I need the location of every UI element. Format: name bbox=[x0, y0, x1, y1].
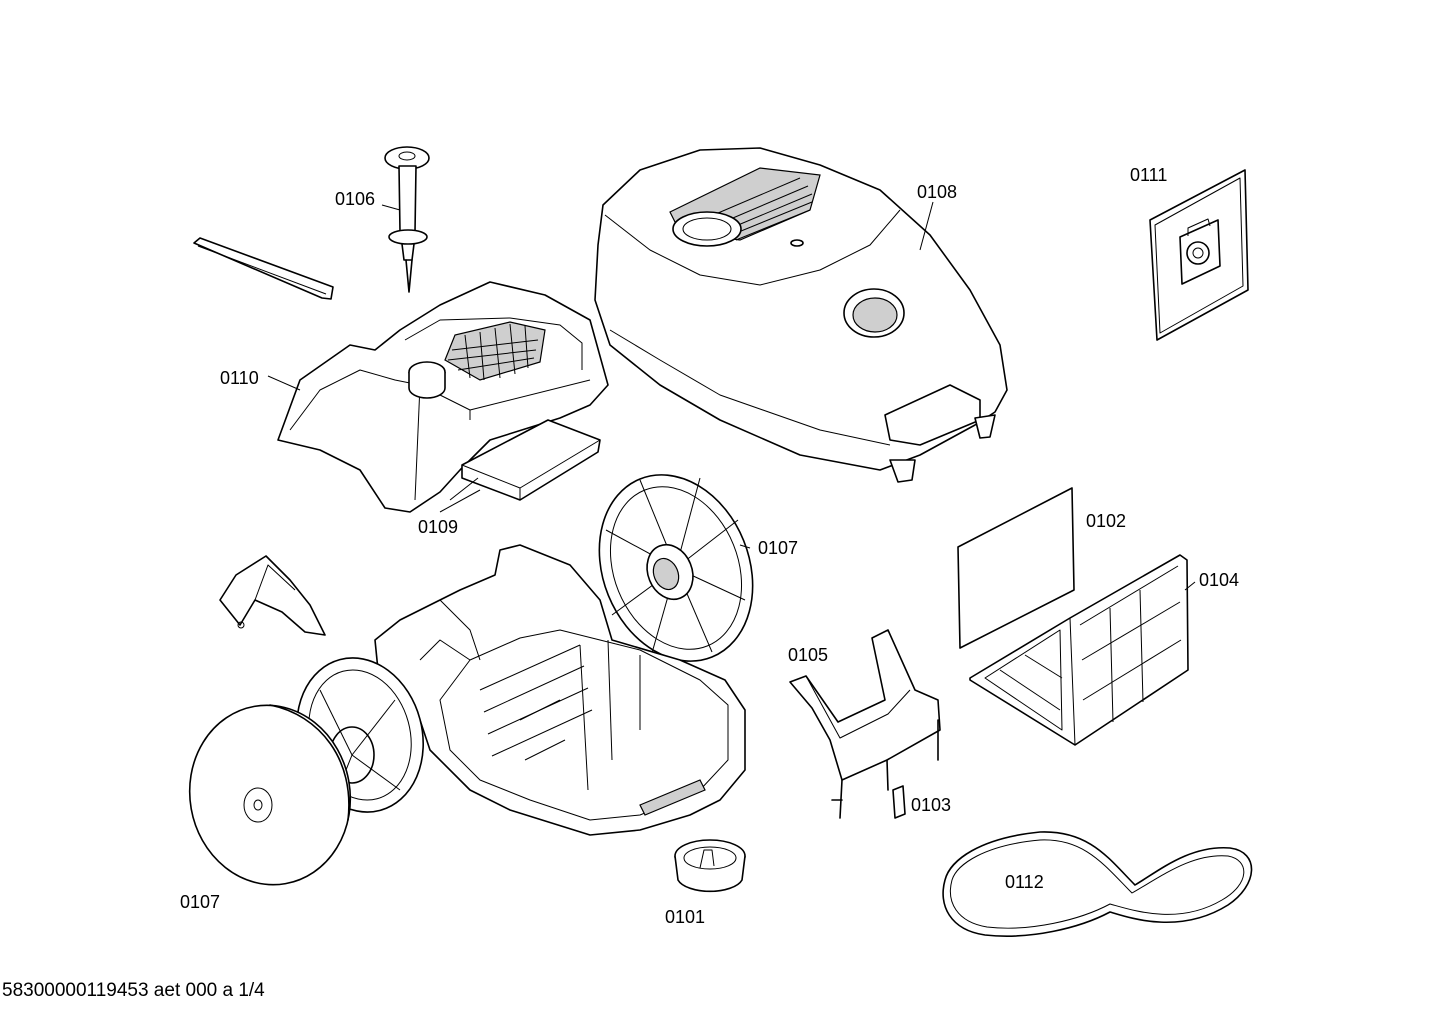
part-0109-filter-pad bbox=[449, 419, 601, 501]
part-0106-knob-pin bbox=[384, 146, 430, 293]
label-0106: 0106 bbox=[335, 189, 375, 209]
part-0104-grid-frame bbox=[969, 554, 1189, 746]
label-0112: 0112 bbox=[1005, 872, 1044, 892]
part-0108-top-cover bbox=[594, 147, 1008, 483]
part-0102-filter-sheet bbox=[957, 487, 1075, 649]
part-0111-dust-bag bbox=[1149, 169, 1249, 341]
part-0112-belt bbox=[942, 831, 1253, 937]
part-0107-wheel-front bbox=[188, 704, 352, 886]
label-0104: 0104 bbox=[1199, 570, 1239, 590]
part-hinge-bracket bbox=[219, 555, 326, 636]
part-0110-filter-housing bbox=[277, 281, 609, 513]
document-footer-code: 58300000119453 aet 000 a 1/4 bbox=[2, 980, 265, 1001]
part-gasket-strip bbox=[193, 237, 334, 300]
label-0109: 0109 bbox=[418, 517, 458, 537]
leader-lines bbox=[267, 201, 1196, 591]
part-0103-clip bbox=[892, 785, 906, 819]
label-0102: 0102 bbox=[1086, 511, 1126, 531]
part-0101-cap bbox=[674, 839, 746, 893]
label-0110: 0110 bbox=[220, 368, 259, 388]
label-0105: 0105 bbox=[788, 645, 828, 665]
part-base-chassis bbox=[374, 544, 746, 836]
label-0111: 0111 bbox=[1130, 165, 1167, 185]
part-0107-wheel-rear bbox=[598, 474, 754, 662]
label-0108: 0108 bbox=[917, 182, 957, 202]
label-0101: 0101 bbox=[665, 907, 705, 927]
label-0107-rear: 0107 bbox=[758, 538, 798, 558]
part-0105-bracket bbox=[789, 629, 941, 819]
label-0103: 0103 bbox=[911, 795, 951, 815]
label-0107-front: 0107 bbox=[180, 892, 220, 912]
